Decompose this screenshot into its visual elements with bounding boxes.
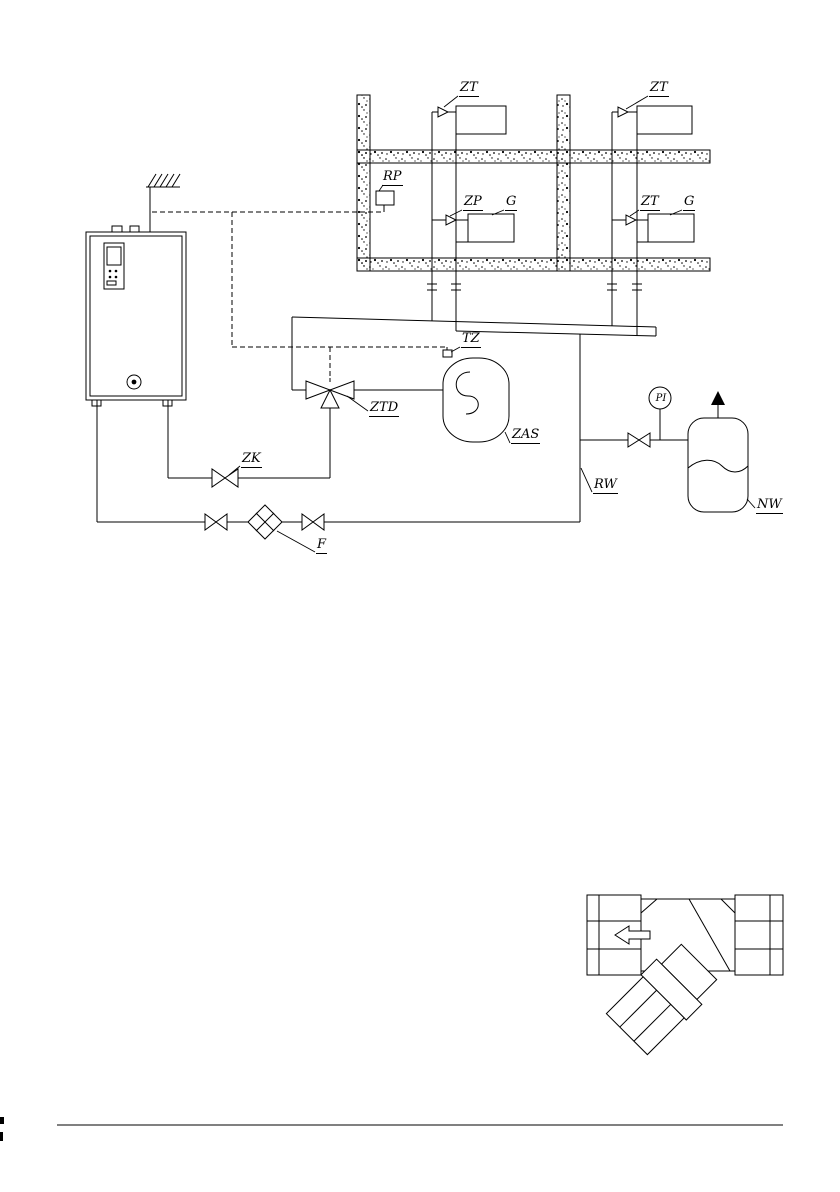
shutoff-valve-1	[204, 513, 228, 531]
temp-sensor-tz	[442, 349, 453, 358]
label-g-2: G	[683, 194, 696, 211]
thermostatic-valve-zt-3	[625, 214, 638, 226]
label-nw: NW	[756, 497, 783, 514]
label-rw: RW	[593, 477, 618, 494]
wall-2	[556, 94, 571, 272]
building-structure	[356, 94, 711, 272]
storage-tank-zas	[442, 349, 510, 443]
boiler-pump	[126, 374, 142, 390]
control-wiring	[152, 211, 448, 378]
label-pi: PI	[655, 393, 667, 404]
check-valve-zk	[211, 468, 239, 488]
y-strainer-detail	[586, 894, 784, 1056]
label-ztd: ZTD	[369, 400, 400, 417]
thermostatic-valve-zt-1	[437, 106, 450, 118]
room-controller-rp	[375, 190, 395, 206]
floor-slab-2	[356, 257, 711, 272]
vessel-membrane	[687, 459, 749, 473]
boiler-control-panel	[103, 242, 125, 290]
safety-line-valve	[627, 432, 651, 448]
label-zt-radiator-2: ZT	[649, 80, 669, 97]
tank-coil	[455, 371, 479, 415]
label-zk: ZK	[241, 451, 262, 468]
label-f: F	[316, 537, 328, 554]
pressure-gauge-pi	[648, 386, 672, 410]
boiler-top-fittings	[111, 225, 140, 233]
return-valve-zp	[445, 214, 458, 226]
strainer-screen-leg	[605, 943, 718, 1056]
boiler	[85, 225, 187, 407]
label-g-1: G	[505, 194, 518, 211]
radiator-valves	[437, 106, 638, 226]
expansion-vessel-nw	[687, 417, 749, 513]
flow-direction-arrow	[614, 925, 651, 945]
label-tz: TZ	[461, 331, 481, 348]
floor-slab-1	[356, 149, 711, 164]
radiator-1	[455, 105, 507, 135]
power-supply-hatch	[146, 173, 181, 232]
radiators	[437, 105, 695, 243]
wall-1	[356, 94, 371, 272]
radiator-4	[647, 213, 695, 243]
safety-discharge-arrow	[711, 391, 725, 405]
leader-lines	[228, 95, 756, 553]
boiler-foot-right	[162, 399, 173, 407]
boiler-foot-left	[91, 399, 102, 407]
label-zas: ZAS	[511, 427, 541, 444]
three-way-valve-ztd	[305, 378, 355, 409]
shutoff-valve-2	[301, 513, 325, 531]
label-zt-radiator-1: ZT	[459, 80, 479, 97]
filter-f	[247, 504, 283, 540]
label-zt-3: ZT	[640, 194, 660, 211]
radiator-3	[467, 213, 515, 243]
strainer-coupling-right	[734, 894, 784, 976]
riser-union-valves	[427, 283, 642, 291]
radiator-2	[636, 105, 693, 135]
label-zp: ZP	[463, 194, 483, 211]
thermostatic-valve-zt-2	[617, 106, 630, 118]
label-rp: RP	[382, 169, 403, 186]
page-edge-marks	[0, 1117, 4, 1141]
heating-pipes	[96, 111, 719, 523]
